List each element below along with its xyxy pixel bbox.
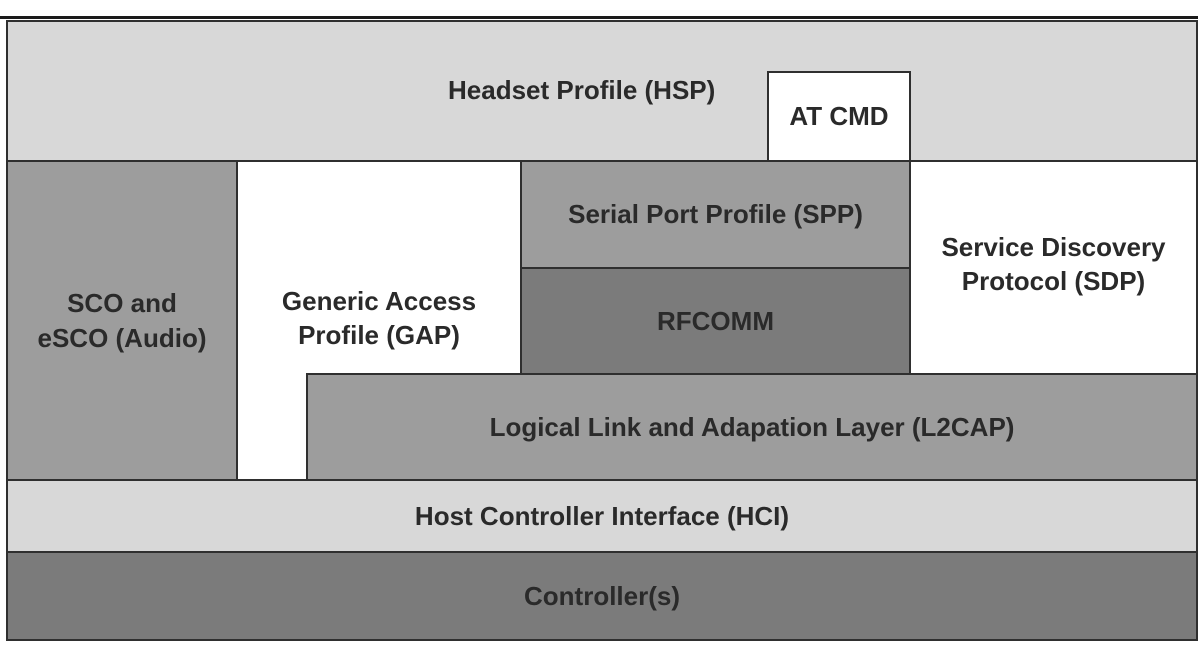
spp-label: Serial Port Profile (SPP) [568, 199, 863, 230]
hsp-label: Headset Profile (HSP) [448, 75, 716, 105]
controller-block: Controller(s) [6, 551, 1198, 641]
hsp-block: Headset Profile (HSP) [6, 20, 1198, 162]
controller-label: Controller(s) [524, 580, 680, 611]
l2cap-block: Logical Link and Adapation Layer (L2CAP) [306, 373, 1198, 481]
hci-block: Host Controller Interface (HCI) [6, 479, 1198, 553]
rfcomm-label: RFCOMM [657, 305, 774, 336]
top-rule [0, 16, 1198, 19]
at-cmd-block: AT CMD [767, 71, 911, 162]
hci-label: Host Controller Interface (HCI) [414, 500, 790, 531]
spp-block: Serial Port Profile (SPP) [520, 160, 911, 269]
l2cap-label: Logical Link and Adapation Layer (L2CAP) [489, 411, 1015, 442]
rfcomm-block: RFCOMM [520, 267, 911, 375]
at-cmd-label: AT CMD [789, 101, 889, 132]
